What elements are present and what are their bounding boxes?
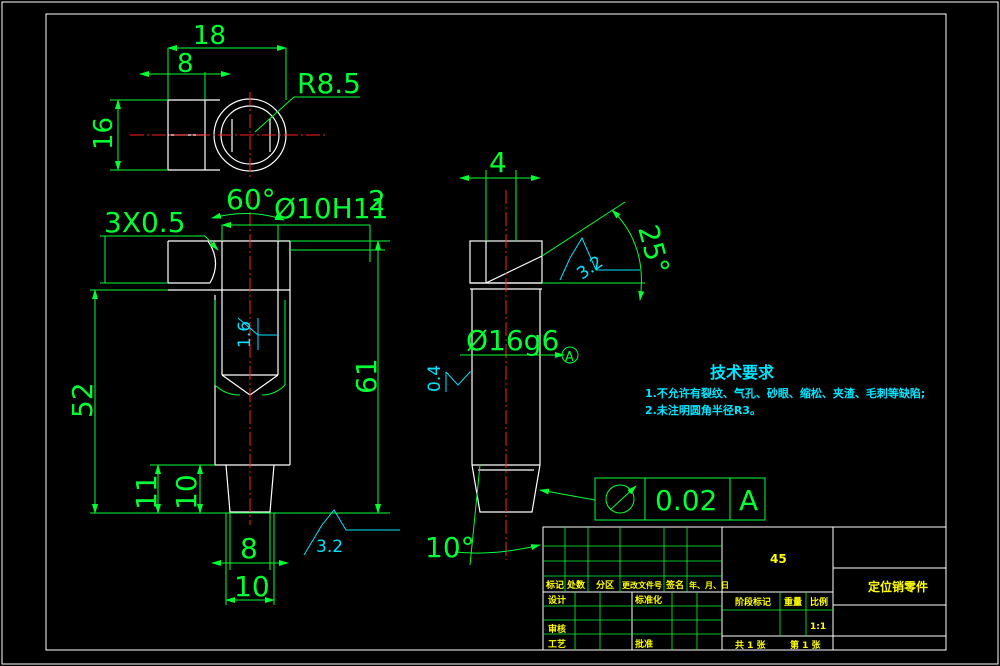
title-scale: 1:1 (810, 622, 826, 632)
tech-req-title: 技术要求 (710, 363, 775, 382)
tb-header-sign: 签名 (665, 579, 684, 591)
dim-chamfer: 3X0.5 (104, 206, 186, 239)
dim-r85: R8.5 (297, 67, 361, 100)
tb-label-total-sheets: 共 1 张 (735, 639, 767, 651)
roughness-3-2-side: 3.2 (573, 252, 607, 284)
dim-10-bottom: 10 (234, 570, 270, 603)
inner-frame (45, 13, 947, 651)
dim-2: 2 (368, 184, 386, 217)
tb-header-mark: 标记 (545, 579, 564, 591)
tolerance-value: 0.02 (655, 484, 717, 517)
front-view (90, 190, 400, 605)
title-part-name: 定位销零件 (868, 579, 928, 594)
dim-25deg: 25° (631, 221, 676, 277)
dim-10: 10 (170, 474, 203, 510)
title-block (542, 526, 947, 651)
tb-label-standardize: 标准化 (634, 594, 662, 606)
tb-label-design: 设计 (548, 594, 566, 606)
title-material: 45 (770, 552, 787, 566)
tb-header-change-doc: 更改文件号 (622, 580, 662, 590)
dim-10deg: 10° (425, 531, 475, 564)
dim-bore: Ø10H11 (274, 192, 388, 225)
dim-18: 18 (193, 21, 226, 51)
tolerance-datum: A (739, 484, 758, 517)
dim-8: 8 (177, 49, 194, 79)
tb-label-sheet-no: 第 1 张 (790, 639, 822, 651)
dim-4: 4 (489, 146, 507, 179)
tech-req-line-2: 2.未注明圆角半径R3。 (645, 403, 761, 417)
tb-label-approve: 批准 (635, 638, 653, 650)
tb-header-count: 处数 (566, 579, 586, 591)
roughness-0-4: 0.4 (425, 365, 445, 392)
tb-label-process: 工艺 (548, 638, 566, 650)
dim-shaft: Ø16g6 (466, 324, 559, 357)
tb-label-ratio: 比例 (810, 596, 828, 608)
roughness-1-6: 1.6 (235, 321, 255, 348)
tech-req-line-1: 1.不允许有裂纹、气孔、砂眼、缩松、夹渣、毛刺等缺陷; (645, 386, 925, 400)
datum-ref-a: A (565, 350, 574, 365)
dim-52: 52 (66, 382, 99, 418)
dim-60deg: 60° (226, 183, 276, 216)
dim-16: 16 (89, 117, 119, 150)
dim-8-bottom: 8 (240, 532, 258, 565)
tb-label-weight: 重量 (784, 596, 802, 608)
tb-label-review: 审核 (548, 623, 566, 635)
tb-header-zone: 分区 (596, 579, 614, 591)
roughness-3-2-front: 3.2 (316, 537, 343, 557)
tb-header-date: 年、月、日 (689, 580, 729, 590)
top-view (110, 45, 360, 180)
dim-61: 61 (350, 358, 383, 394)
tolerance-frame (594, 477, 766, 521)
tb-label-stage-mark: 阶段标记 (735, 596, 771, 608)
side-view (445, 170, 645, 566)
dim-11: 11 (130, 474, 163, 510)
